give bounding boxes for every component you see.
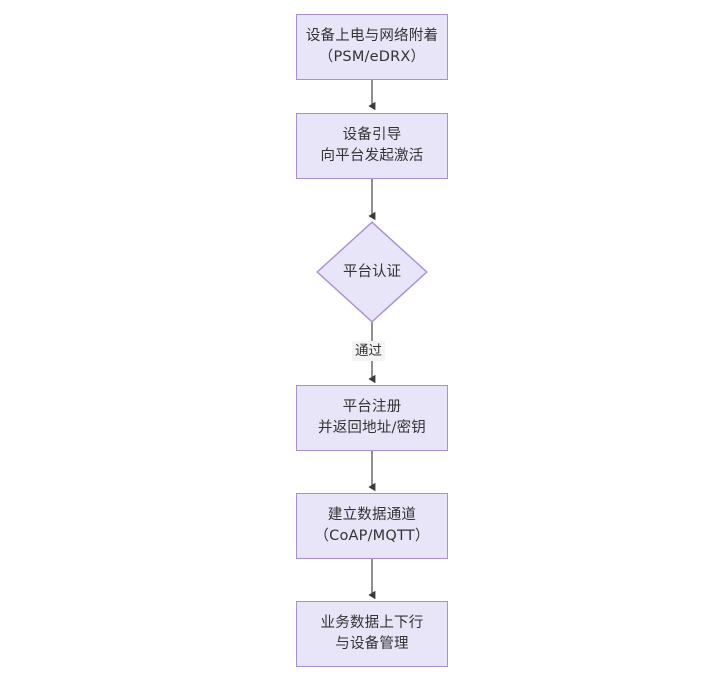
node-power-on[interactable]: 设备上电与网络附着 （PSM/eDRX）	[296, 14, 448, 80]
node-platform-register[interactable]: 平台注册 并返回地址/密钥	[296, 385, 448, 451]
node-platform-register-line1: 平台注册	[342, 399, 402, 415]
diamond-shape-icon	[316, 221, 428, 323]
node-business-data[interactable]: 业务数据上下行 与设备管理	[296, 601, 448, 667]
node-platform-register-line2: 并返回地址/密钥	[318, 420, 426, 436]
node-bootstrap[interactable]: 设备引导 向平台发起激活	[296, 113, 448, 179]
node-business-data-line2: 与设备管理	[335, 636, 409, 652]
edge-label-pass: 通过	[352, 341, 385, 361]
node-power-on-line1: 设备上电与网络附着	[305, 28, 439, 44]
node-bootstrap-line2: 向平台发起激活	[320, 148, 424, 164]
node-platform-auth[interactable]: 平台认证	[316, 221, 428, 323]
node-power-on-line2: （PSM/eDRX）	[318, 49, 426, 65]
node-data-channel-line1: 建立数据通道	[327, 507, 417, 523]
node-data-channel-line2: （CoAP/MQTT）	[314, 528, 430, 544]
node-data-channel[interactable]: 建立数据通道 （CoAP/MQTT）	[296, 493, 448, 559]
node-platform-auth-label: 平台认证	[343, 263, 401, 280]
node-bootstrap-line1: 设备引导	[342, 127, 402, 143]
node-business-data-line1: 业务数据上下行	[320, 615, 424, 631]
